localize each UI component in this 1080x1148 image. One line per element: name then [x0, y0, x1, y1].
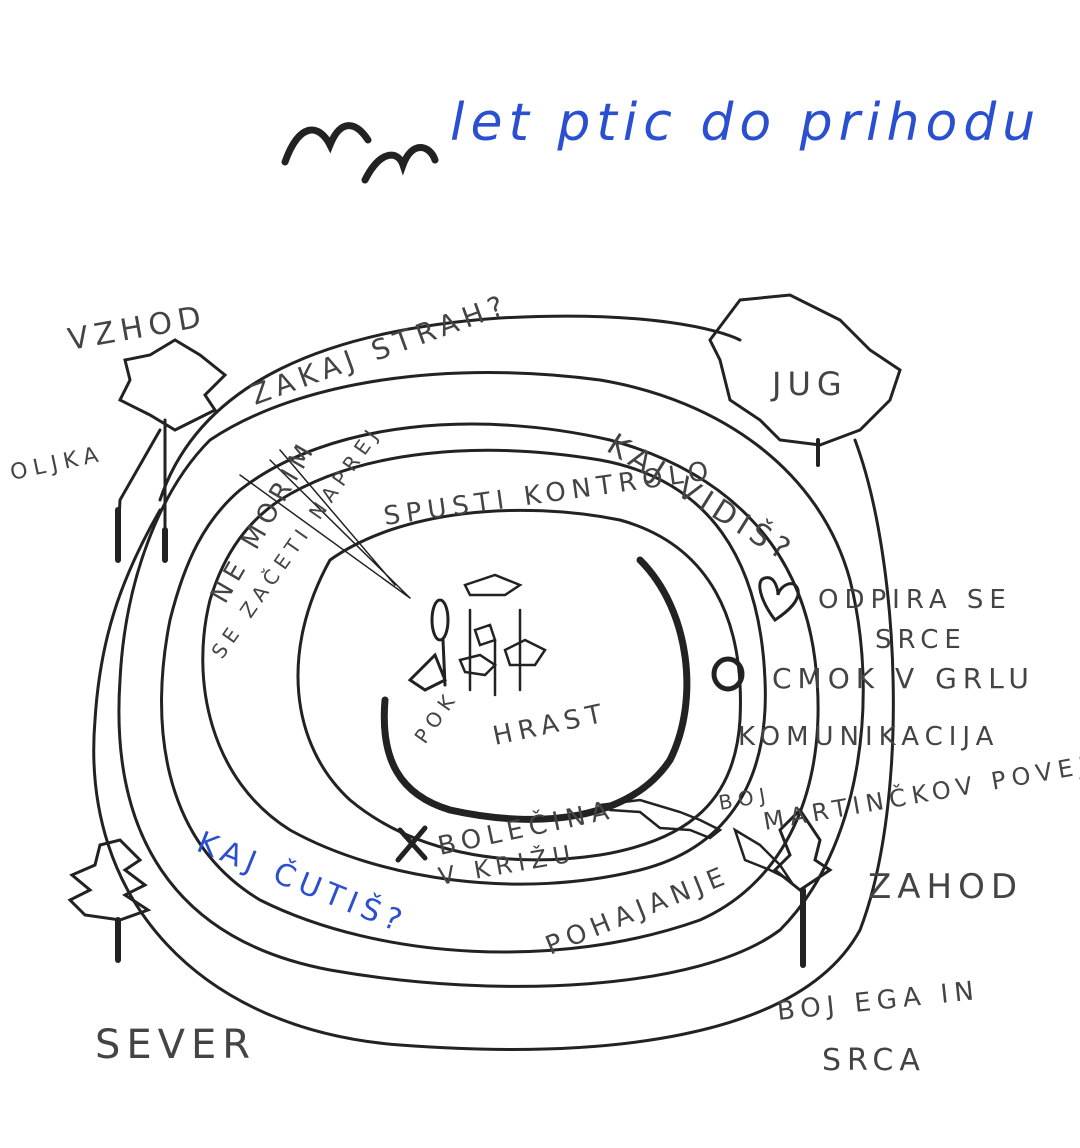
label-ego-2: SRCA: [822, 1043, 926, 1078]
label-communication: KOMUNIKACIJA: [738, 722, 999, 752]
rays: [239, 449, 411, 599]
label-hiding: POHAJANJE: [541, 860, 734, 961]
label-what-feel: KAJ ČUTIŠ?: [192, 823, 413, 941]
olive-tree-icon: [115, 338, 228, 563]
oak-icon: [458, 573, 547, 697]
west-tree-icon: [772, 807, 833, 968]
north-tree-icon: [67, 838, 152, 963]
birds-icon: [281, 122, 439, 184]
stick-figure-icon: [407, 598, 450, 692]
label-martin: MARTINČKOV POVEJ: [761, 749, 1080, 836]
label-oak: HRAST: [490, 698, 610, 752]
title: let ptic do prihodu: [450, 93, 1041, 153]
concentric-rings: [92, 314, 895, 1051]
south-tree-icon: [708, 293, 902, 467]
label-ego-1: BOJ EGA IN: [776, 976, 982, 1027]
label-heart-2: SRCE: [875, 625, 967, 655]
label-west: ZAHOD: [868, 867, 1023, 907]
lizard-icon: [595, 798, 794, 884]
label-throat: CMOK V GRLU: [772, 662, 1035, 695]
label-heart-1: ODPIRA SE: [818, 585, 1012, 615]
label-north: SEVER: [95, 1022, 256, 1068]
label-south: JUG: [770, 365, 848, 403]
label-what-see: KAJ VIDIŠ?: [601, 425, 802, 570]
label-olive: OLJKA: [8, 442, 106, 486]
label-stick: POK: [409, 686, 462, 748]
label-why-fear: ZAKAJ STRAH?: [246, 287, 514, 411]
circle-mark: [711, 656, 745, 692]
heart-icon: [758, 576, 800, 623]
x-mark: [395, 825, 428, 863]
